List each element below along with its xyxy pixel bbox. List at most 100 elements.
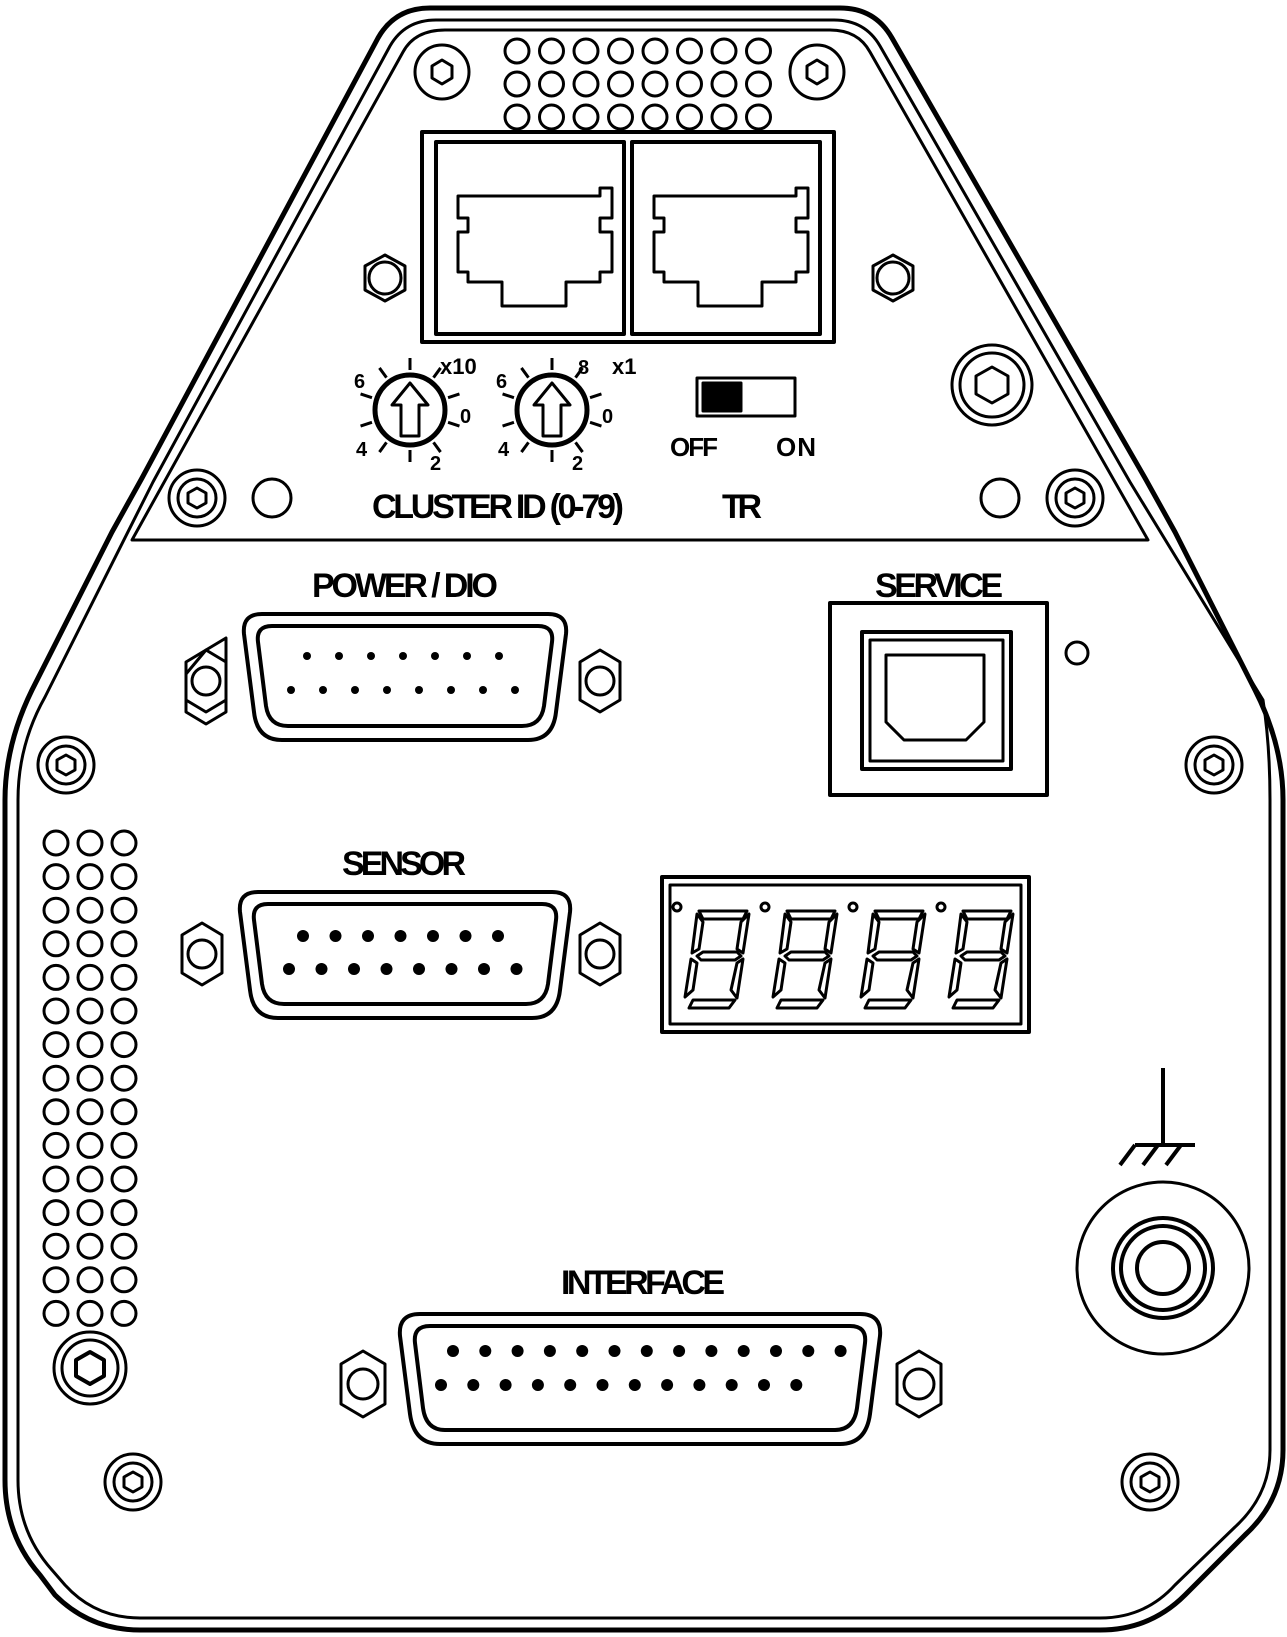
dial-tick [378,367,388,379]
display-digit [759,901,839,1010]
service-label: SERVICE [875,567,1003,605]
vent-hole [76,829,104,857]
display-segment [785,909,837,921]
display-segment [695,950,743,962]
connector-pin [431,652,439,660]
connector-pin [445,963,458,975]
connector-pin [510,963,523,975]
vent-hole [710,70,738,98]
vent-hole [110,1098,138,1126]
large-lower-left-screw [52,1330,128,1406]
ground-stud [1075,1180,1251,1356]
vent-hole [110,896,138,924]
display-segment [961,909,1013,921]
vent-hole [641,70,669,98]
connector-pin [413,963,425,975]
display-segment [697,909,749,921]
display-segment [823,912,839,955]
connector-pin [351,686,359,694]
vent-hole [110,1266,138,1294]
vent-hole [42,1232,70,1260]
vent-hole [42,896,70,924]
dial-tick [447,420,460,428]
display-segment [783,950,831,962]
connector-pin [499,1379,512,1391]
vent-hole [745,37,772,65]
switch-x1-mark-8: 8 [578,357,589,379]
power-dio-label: POWER / DIO [312,567,498,605]
rj45-port-left[interactable] [434,140,626,336]
rj45-ports [420,130,836,344]
bottom-left-screw [103,1452,163,1512]
vent-hole [76,997,104,1025]
connector-pin [447,686,455,694]
vent-hole [710,103,738,131]
vent-hole [76,1165,104,1193]
switch-x10-mark-2: 2 [430,453,441,475]
switch-x1-mark-2: 2 [572,453,583,475]
connector-pin [348,963,360,975]
vent-hole [42,963,70,991]
sensor-connector[interactable] [180,890,622,1020]
vent-hole [42,1199,70,1227]
tr-label: TR [722,488,762,526]
mid-left-screw [36,735,96,795]
connector-pin [427,930,439,942]
power-dio-connector[interactable] [184,612,622,742]
vent-hole [572,103,600,131]
vent-hole [76,863,104,891]
vent-hole [76,930,104,958]
vent-hole [110,1064,138,1092]
top-right-screw [788,43,846,101]
vent-hole [42,1098,70,1126]
interface-connector[interactable] [339,1312,943,1446]
vent-hole [676,37,703,65]
vent-hole [745,70,772,98]
housing-outline [2,5,1286,1633]
vent-hole [572,70,600,98]
tr-on-label: ON [776,432,816,462]
rotary-switch-x10[interactable] [360,358,460,462]
vent-hole [76,1064,104,1092]
vent-hole [110,930,138,958]
rj45-port-right[interactable] [630,140,822,336]
service-usb-port[interactable] [828,601,1049,797]
connector-pin [399,652,407,660]
dial-tick [574,441,584,453]
dial-tick [447,392,460,400]
display-segment [690,912,705,955]
connector-pin [608,1345,621,1357]
housing-inner-outline [16,18,1272,1620]
switch-x1-mark-0: 0 [602,406,613,428]
display-dot [671,901,683,913]
rotary-switch-x1[interactable] [502,358,602,462]
switch-x10-mark-4: 4 [356,439,368,461]
connector-pin [511,686,519,694]
switch-x1-multiplier: x1 [612,354,636,379]
display-dot [759,901,771,913]
vent-hole [76,1199,104,1227]
top-plate [130,28,1150,542]
connector-pin [463,652,471,660]
dial-tick [432,367,442,379]
vent-hole [110,863,138,891]
display-segment [911,912,927,955]
tr-slide-switch[interactable] [695,376,797,418]
cluster-id-label: CLUSTER ID (0-79) [372,488,624,526]
vent-hole [110,1031,138,1059]
vent-hole [503,37,531,65]
display-segment [817,957,833,1000]
display-segment [871,950,919,962]
vent-hole [42,863,70,891]
vent-hole [641,103,669,131]
vent-hole [76,1031,104,1059]
top-section-left-screw [167,468,227,528]
ground-icon [1118,1068,1195,1167]
switch-x10-mark-0: 0 [460,406,471,428]
top-vent-grid [503,37,772,131]
connector-pin [543,1345,556,1357]
dial-tick [360,420,373,428]
vent-hole [76,1131,104,1159]
connector-pin [628,1379,641,1391]
